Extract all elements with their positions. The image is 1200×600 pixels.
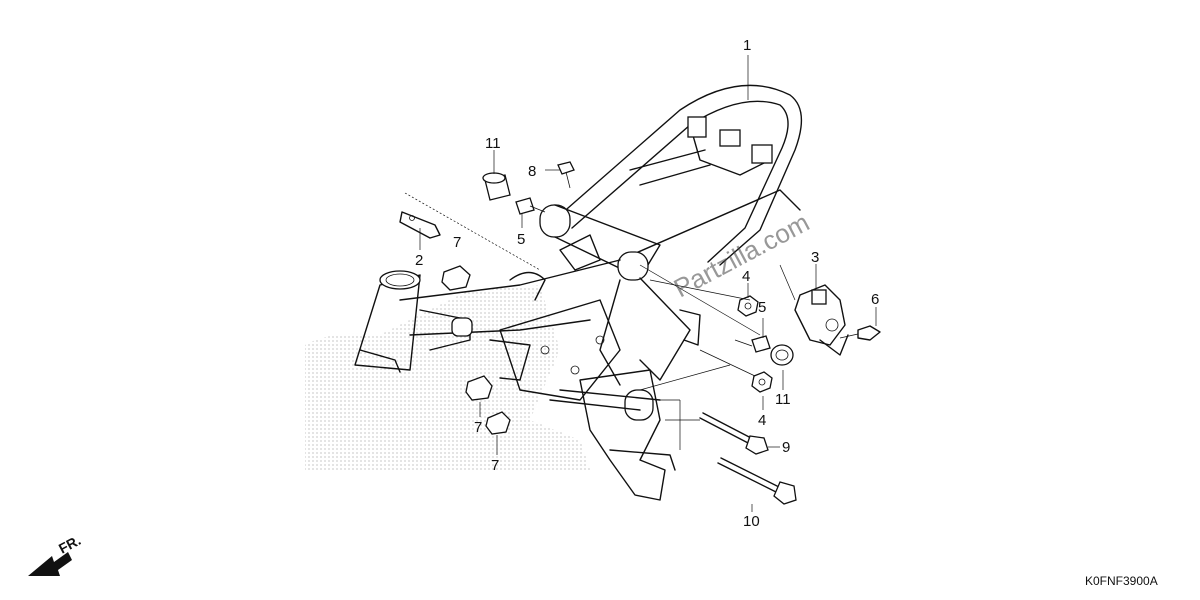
callout-11-upper[interactable]: 11 [485, 135, 501, 152]
engine-ghost-shading [305, 285, 590, 470]
bolt-part-10[interactable] [717, 457, 797, 505]
callout-7-c[interactable]: 7 [491, 457, 499, 474]
rubber-part-7-b[interactable] [465, 375, 493, 401]
watermark-text: Partzilla.com [669, 207, 814, 303]
grommet-part-11-upper[interactable] [482, 172, 511, 201]
callout-7-b[interactable]: 7 [474, 419, 482, 436]
ignition-switch-part-3[interactable] [794, 284, 849, 356]
callout-4-lower[interactable]: 4 [758, 412, 766, 429]
rubber-part-7-c[interactable] [485, 411, 511, 435]
callout-7-a[interactable]: 7 [453, 234, 461, 251]
callout-5-upper[interactable]: 5 [517, 231, 525, 248]
bolt-part-5-lower[interactable] [734, 335, 771, 353]
callout-10[interactable]: 10 [743, 513, 760, 530]
grommet-part-11-lower[interactable] [770, 344, 794, 366]
callout-2[interactable]: 2 [415, 252, 423, 269]
bolt-part-5-upper[interactable] [515, 197, 546, 215]
frame-body-part-1[interactable] [354, 84, 803, 501]
nut-part-4-lower[interactable] [751, 371, 773, 393]
bracket-part-2[interactable] [399, 211, 441, 239]
rubber-part-7-a[interactable] [441, 265, 471, 291]
callout-6[interactable]: 6 [871, 291, 879, 308]
front-direction-marker: FR. [28, 532, 83, 576]
bolt-part-6[interactable] [839, 325, 881, 341]
bolt-part-9[interactable] [699, 412, 769, 455]
assembly-guide-lines [404, 192, 796, 450]
callout-5-lower[interactable]: 5 [758, 299, 766, 316]
callout-1[interactable]: 1 [743, 37, 751, 54]
callout-8[interactable]: 8 [528, 163, 536, 180]
nut-part-4-upper[interactable] [737, 295, 759, 317]
bolt-part-8[interactable] [557, 161, 575, 189]
front-arrow-icon [28, 552, 72, 576]
diagram-code: K0FNF3900A [1085, 574, 1158, 588]
callout-11-lower[interactable]: 11 [775, 391, 791, 408]
callout-4-upper[interactable]: 4 [742, 268, 750, 285]
callout-9[interactable]: 9 [782, 439, 790, 456]
callout-3[interactable]: 3 [811, 249, 819, 266]
callout-leaders [419, 55, 877, 512]
front-label: FR. [56, 532, 83, 557]
